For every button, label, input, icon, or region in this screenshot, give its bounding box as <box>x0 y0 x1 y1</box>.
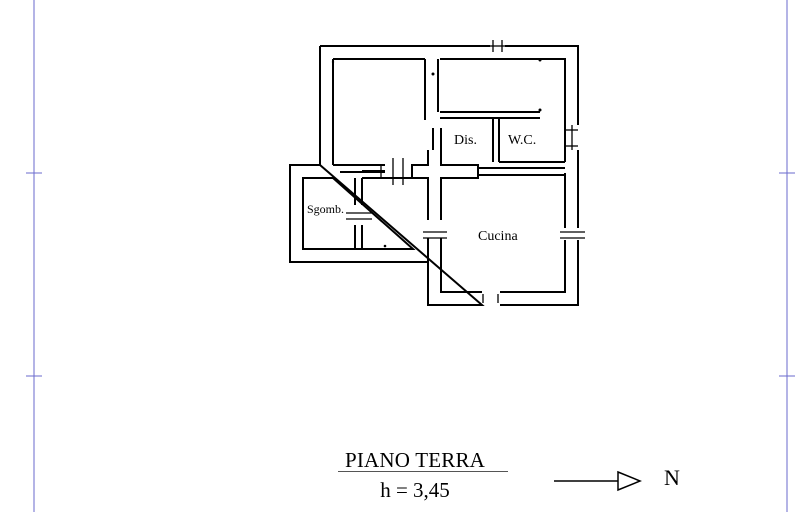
wall-sgomb-right <box>354 178 363 249</box>
outer-wall-inner-line <box>302 58 566 293</box>
window-icon <box>560 231 585 239</box>
wall-left-room-right <box>424 59 439 120</box>
room-label-sgomb: Sgomb. <box>307 202 345 216</box>
interior-walls <box>333 59 566 262</box>
window-icon <box>565 125 578 150</box>
outer-walls <box>289 45 579 306</box>
window-icon <box>490 40 505 52</box>
room-label-wc: W.C. <box>508 133 537 148</box>
wall-wc-left <box>492 118 500 162</box>
windows <box>423 40 585 303</box>
outer-wall-outer-line <box>289 45 579 306</box>
doors <box>346 158 404 220</box>
wall-center-lower <box>427 238 442 262</box>
wall-upper-room-bottom <box>440 111 540 119</box>
room-label-dis: Dis. <box>454 133 477 148</box>
fixture-marks <box>331 58 542 248</box>
sheet-frame <box>26 0 795 512</box>
door-icon <box>346 212 372 220</box>
wall-wc-bottom <box>478 161 565 176</box>
north-arrow-icon <box>554 470 642 492</box>
floor-height: h = 3,45 <box>380 478 450 502</box>
wall-dis-left <box>432 128 442 150</box>
window-icon <box>423 231 447 239</box>
floor-title: PIANO TERRA <box>344 448 486 472</box>
north-label: N <box>664 465 680 490</box>
wall-center-cross <box>411 150 479 220</box>
window-icon <box>482 294 499 303</box>
room-label-cucina: Cucina <box>478 229 518 244</box>
title-underline <box>338 471 508 472</box>
door-icon <box>392 158 404 185</box>
